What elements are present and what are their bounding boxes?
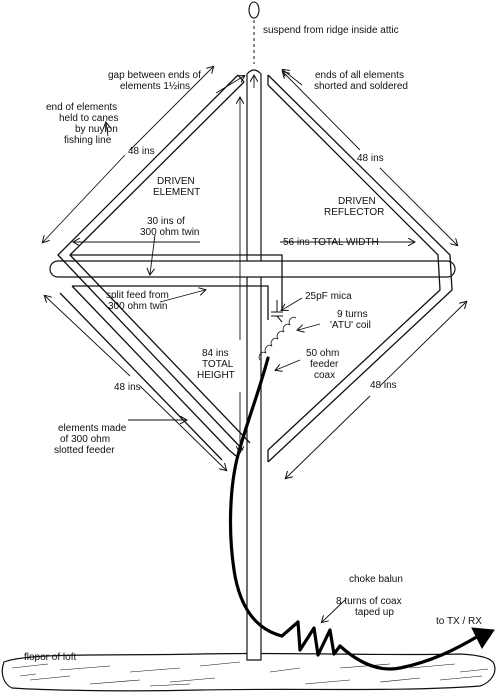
label-split-2: 300 ohm twin xyxy=(108,301,167,312)
reflector-inner xyxy=(267,84,441,451)
label-height-2: TOTAL xyxy=(202,359,234,370)
driven-element-lower-outer xyxy=(59,292,223,461)
dim-upper-left-a xyxy=(129,67,213,151)
label-gap-2: elements 1½ins xyxy=(120,81,190,92)
coax-feeder xyxy=(228,356,284,638)
label-feeder-2: feeder xyxy=(310,359,339,370)
arrow-shorted xyxy=(283,70,303,86)
twin-feed-bottom xyxy=(72,285,269,320)
suspension-eye xyxy=(248,1,260,19)
reflector-outer xyxy=(267,74,453,463)
label-turns-1: 8 turns of coax xyxy=(336,596,402,607)
label-len-ur: 48 ins xyxy=(357,153,384,164)
label-driven-element-1: DRIVEN xyxy=(157,176,195,187)
label-feeder-3: coax xyxy=(314,370,335,381)
vertical-cane xyxy=(246,69,262,661)
label-coil-1: 9 turns xyxy=(337,309,368,320)
arrow-mica xyxy=(282,297,303,310)
label-suspend: suspend from ridge inside attic xyxy=(263,25,399,36)
mica-capacitor xyxy=(271,300,283,323)
atu-coil xyxy=(258,316,297,361)
label-ends-2: shorted and soldered xyxy=(314,81,408,92)
label-twin30-2: 300 ohm twin xyxy=(140,227,199,238)
arrow-coil xyxy=(298,323,321,330)
label-reflector-2: REFLECTOR xyxy=(324,207,384,218)
dim-lower-right-a xyxy=(379,302,466,387)
label-ends-1: ends of all elements xyxy=(315,70,404,81)
dim-lower-right-b xyxy=(286,395,371,478)
label-coil-2: 'ATU' coil xyxy=(330,320,371,331)
label-feeder-1: 50 ohm xyxy=(306,348,339,359)
label-driven-element-2: ELEMENT xyxy=(153,187,200,198)
arrow-held xyxy=(106,123,108,137)
label-len-ll: 48 ins xyxy=(114,382,141,393)
dim-upper-right-b xyxy=(379,167,457,245)
label-height-3: HEIGHT xyxy=(197,370,235,381)
loft-floor xyxy=(1,652,496,692)
label-held-2: held to canes xyxy=(59,113,119,124)
label-reflector-1: DRIVEN xyxy=(338,196,376,207)
label-turns-2: taped up xyxy=(355,607,394,618)
arrow-choke xyxy=(322,599,346,622)
label-height-1: 84 ins xyxy=(202,348,229,359)
dim-upper-right-a xyxy=(283,72,361,151)
arrow-twin30 xyxy=(150,234,156,274)
label-tx-rx: to TX / RX xyxy=(436,616,482,627)
choke-balun xyxy=(280,620,482,671)
twin-feed-top xyxy=(70,254,283,310)
driven-element-lower-inner xyxy=(71,285,237,457)
label-elements-made-1: elements made xyxy=(58,423,127,434)
dim-upper-left-b xyxy=(43,154,126,242)
driven-element-outer xyxy=(57,74,244,451)
arrow-feeder xyxy=(276,359,301,370)
arrow-gap-left xyxy=(215,76,244,94)
label-split-1: split feed from xyxy=(106,290,169,301)
label-total-width: 56 ins TOTAL WIDTH xyxy=(283,237,379,248)
label-held-4: fishing line xyxy=(64,135,112,146)
label-elements-made-2: of 300 ohm xyxy=(60,434,110,445)
label-len-lr: 48 ins xyxy=(370,380,397,391)
label-gap-1: gap between ends of xyxy=(108,70,201,81)
label-elements-made-3: slotted feeder xyxy=(54,445,115,456)
label-choke: choke balun xyxy=(349,574,403,585)
horizontal-cane xyxy=(49,260,456,278)
label-len-ul: 48 ins xyxy=(128,146,155,157)
coax-arrowhead xyxy=(471,627,495,649)
label-held-1: end of elements xyxy=(46,102,117,113)
label-twin30-1: 30 ins of xyxy=(147,216,185,227)
dim-lower-left-a xyxy=(45,296,131,377)
label-mica: 25pF mica xyxy=(305,291,352,302)
dim-lower-left-b xyxy=(139,385,226,470)
arrow-split-feed xyxy=(159,290,205,303)
label-held-3: by nuylon xyxy=(75,124,118,135)
floor-hatching xyxy=(11,661,489,687)
label-floor: flopor of loft xyxy=(24,652,76,663)
